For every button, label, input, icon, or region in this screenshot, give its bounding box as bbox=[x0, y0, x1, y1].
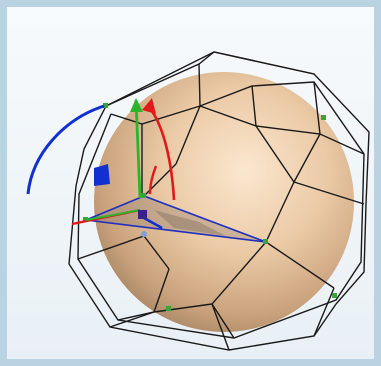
translate-handle-icon[interactable] bbox=[138, 210, 147, 219]
rotate-x-arrowhead bbox=[142, 98, 156, 114]
y-axis-arrowhead bbox=[130, 98, 143, 112]
vertex-marker bbox=[263, 239, 268, 244]
triad-manipulator[interactable] bbox=[26, 98, 176, 237]
rotate-x-small-arc[interactable] bbox=[148, 165, 158, 195]
sphere-body[interactable] bbox=[94, 72, 354, 332]
edge bbox=[313, 81, 321, 135]
z-axis-line[interactable] bbox=[143, 216, 163, 230]
edge bbox=[251, 85, 257, 127]
edge bbox=[198, 63, 201, 107]
vertex-markers bbox=[83, 103, 337, 311]
edge bbox=[153, 268, 170, 313]
edge bbox=[293, 181, 365, 205]
edge bbox=[313, 287, 335, 337]
selected-face-shadow bbox=[154, 210, 226, 236]
rotate-z-arrow-icon[interactable] bbox=[26, 104, 105, 195]
edge bbox=[175, 105, 201, 165]
vertex-marker bbox=[321, 115, 326, 120]
rotate-y-arrow-icon[interactable] bbox=[134, 99, 142, 199]
edge bbox=[199, 105, 365, 155]
edge bbox=[211, 303, 230, 351]
model-canvas[interactable] bbox=[14, 14, 381, 366]
y-axis-line-short[interactable] bbox=[85, 209, 141, 221]
rotate-z-ring-handle[interactable] bbox=[94, 164, 110, 186]
edge bbox=[105, 51, 315, 107]
vertex-marker bbox=[83, 217, 88, 222]
edge bbox=[109, 311, 155, 328]
triad-origin bbox=[141, 231, 147, 237]
vertex-marker bbox=[103, 103, 108, 108]
vertex-marker bbox=[166, 306, 171, 311]
3d-viewport[interactable] bbox=[14, 14, 381, 366]
vertex-marker bbox=[332, 293, 337, 298]
selected-face[interactable] bbox=[82, 195, 267, 243]
vertex-marker bbox=[141, 193, 146, 198]
